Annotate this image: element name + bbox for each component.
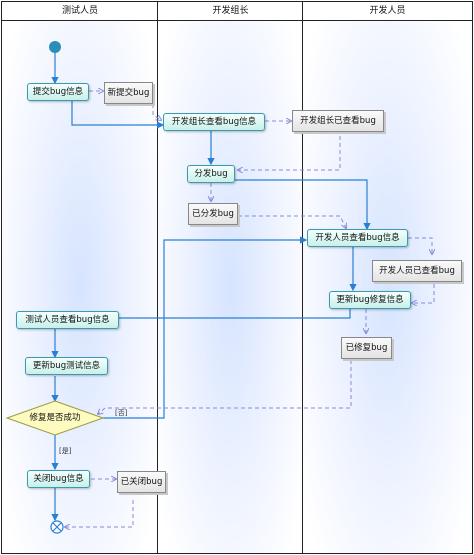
object-dev-viewed-bug[interactable]: 开发人员已查看bug bbox=[372, 260, 462, 282]
guard-no-label: [否] bbox=[115, 409, 128, 417]
lane-developer: 开发人员 bbox=[303, 2, 472, 553]
flow-edge bbox=[89, 309, 351, 322]
decision-label: 修复是否成功 bbox=[29, 413, 81, 423]
control-flows bbox=[51, 53, 371, 522]
object-new-bug[interactable]: 新提交bug bbox=[104, 82, 153, 104]
activity-tester-view-bug-info[interactable]: 测试人员查看bug信息 bbox=[16, 311, 119, 329]
object-assigned-bug[interactable]: 已分发bug bbox=[188, 203, 238, 225]
object-closed-bug[interactable]: 已关闭bug bbox=[117, 471, 166, 493]
final-node bbox=[50, 520, 64, 534]
activity-update-bug-fix-info[interactable]: 更新bug修复信息 bbox=[329, 291, 411, 309]
object-flow-edge bbox=[98, 360, 352, 414]
lane-body-dev-lead bbox=[158, 21, 303, 553]
activity-assign-bug[interactable]: 分发bug bbox=[187, 165, 235, 183]
lane-body-developer bbox=[303, 21, 472, 553]
lane-header-developer: 开发人员 bbox=[303, 2, 472, 21]
activity-update-bug-test-info[interactable]: 更新bug测试信息 bbox=[25, 357, 108, 375]
activity-dev-view-bug-info[interactable]: 开发人员查看bug信息 bbox=[307, 229, 408, 247]
flow-edge bbox=[71, 100, 165, 129]
lane-header-dev-lead: 开发组长 bbox=[158, 2, 303, 21]
flow-edge bbox=[235, 179, 371, 231]
lane-header-tester: 测试人员 bbox=[2, 2, 158, 21]
flow-edge bbox=[103, 236, 308, 419]
object-lead-viewed-bug[interactable]: 开发组长已查看bug bbox=[292, 110, 384, 132]
activity-submit-bug-info[interactable]: 提交bug信息 bbox=[27, 83, 89, 101]
decision-node bbox=[5, 400, 105, 436]
lane-divider bbox=[302, 2, 303, 553]
lane-divider bbox=[157, 2, 158, 553]
activity-close-bug-info[interactable]: 关闭bug信息 bbox=[27, 470, 90, 488]
lane-body-tester bbox=[2, 21, 158, 553]
lane-tester: 测试人员 bbox=[2, 2, 158, 553]
object-flow-edge bbox=[65, 500, 134, 527]
object-flow-edge bbox=[238, 136, 341, 170]
object-flow-edge bbox=[238, 215, 346, 228]
object-flow-edge bbox=[412, 284, 435, 303]
object-flow-edge bbox=[152, 104, 161, 120]
guard-yes-label: [是] bbox=[59, 447, 72, 455]
initial-node bbox=[49, 41, 61, 53]
object-flows bbox=[65, 91, 434, 527]
object-flow-edge bbox=[408, 237, 432, 254]
activity-lead-view-bug-info[interactable]: 开发组长查看bug信息 bbox=[163, 113, 265, 131]
object-fixed-bug[interactable]: 已修复bug bbox=[341, 337, 392, 359]
lane-dev-lead: 开发组长 bbox=[158, 2, 303, 553]
